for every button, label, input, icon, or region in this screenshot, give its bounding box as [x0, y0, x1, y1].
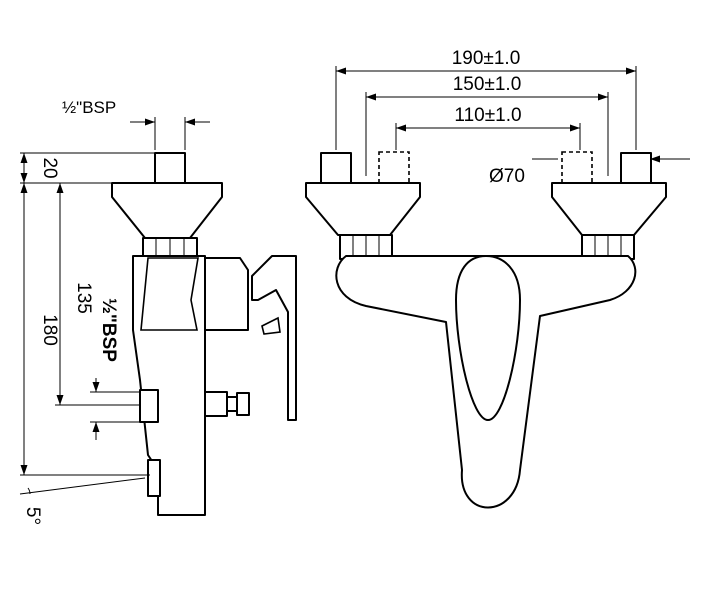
front-left-escutcheon [305, 182, 421, 236]
angle-label: 5° [22, 507, 43, 525]
side-diverter-stub [139, 389, 159, 423]
side-escutcheon [111, 182, 223, 239]
side-spout [147, 459, 161, 497]
dim-180-label: 180 [39, 314, 60, 346]
front-right-inner-pipe [561, 151, 593, 184]
svg-text:190±1.0: 190±1.0 [452, 48, 521, 69]
side-handle-mount [204, 257, 249, 331]
front-right-outer-pipe [620, 152, 652, 184]
svg-text:150±1.0: 150±1.0 [453, 74, 522, 95]
bsp-top-label: ½"BSP [62, 98, 116, 117]
dim-20-label: 20 [39, 157, 60, 178]
front-left-outer-pipe [320, 152, 352, 184]
side-lever-handle [251, 255, 297, 421]
svg-text:110±1.0: 110±1.0 [454, 105, 521, 126]
bsp-side-label: ½"BSP [98, 298, 119, 362]
front-lever-handle [455, 255, 521, 421]
front-left-inner-pipe [378, 151, 410, 184]
side-view: ½"BSP 20 180 135 ½"BSP 5° [19, 98, 297, 525]
dim-110: 110±1.0 [395, 105, 581, 150]
front-view: 190±1.0 150±1.0 110±1.0 Ø70 [305, 48, 690, 509]
dim-150: 150±1.0 [365, 74, 609, 176]
dim-diameter-label: Ø70 [489, 166, 525, 187]
dim-190: 190±1.0 [335, 48, 637, 150]
dim-135-label: 135 [73, 282, 94, 314]
side-inlet-pipe [154, 152, 186, 184]
side-hose-connector [204, 391, 250, 417]
front-right-escutcheon [551, 182, 667, 236]
